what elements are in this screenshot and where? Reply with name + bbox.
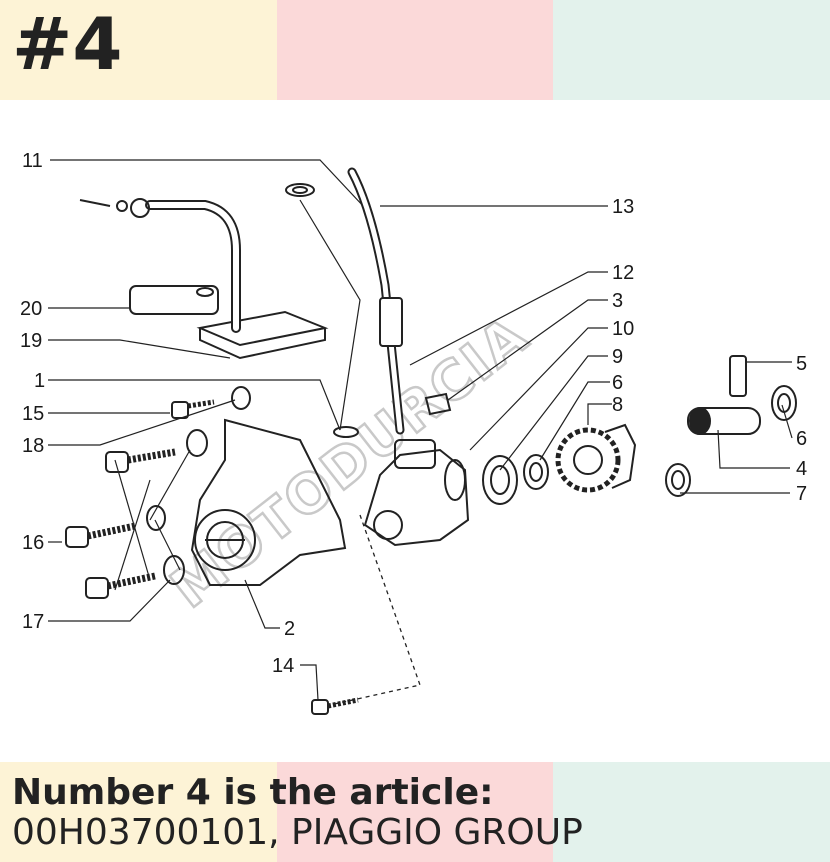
part-cable-13 [347,167,405,435]
part-bracket-19 [79,198,329,360]
band-green [553,0,830,100]
part-circlip-7 [665,463,691,497]
caption-title: Number 4 is the article: [12,772,494,813]
part-screw-14 [311,697,359,715]
part-number-title: #4 [12,2,123,86]
callout-8: 8 [612,394,623,416]
part-screw-16 [65,448,176,548]
watermark: MOTODURCIA [159,303,540,620]
callout-16: 16 [22,532,44,554]
band-green [553,762,830,862]
part-pin-5 [729,355,747,397]
callout-15: 15 [22,403,44,425]
callout-5: 5 [796,353,807,375]
part-washer-9 [482,455,518,505]
callout-6-right: 6 [796,428,807,450]
exploded-parts-diagram: MOTODURCIA [20,150,807,715]
part-strap-20 [129,285,219,315]
callout-10: 10 [612,318,634,340]
part-cover-2 [190,418,347,586]
caption-article: 00H03700101, PIAGGIO GROUP [12,812,583,853]
callout-19: 19 [20,330,42,352]
band-yellow [0,762,277,862]
callout-7: 7 [796,483,807,505]
callout-6: 6 [612,372,623,394]
leader-lines [48,159,793,701]
callout-12: 12 [612,262,634,284]
band-pink [276,762,554,862]
callout-4: 4 [796,458,807,480]
part-washer-6-right [771,385,797,421]
callout-1: 1 [34,370,45,392]
part-clip-3 [424,392,452,416]
callout-14: 14 [272,655,294,677]
part-screw-17 [85,505,185,599]
callout-9: 9 [612,346,623,368]
callout-2: 2 [284,618,295,640]
callout-18: 18 [22,435,44,457]
callout-20: 20 [20,298,42,320]
callout-11: 11 [22,150,43,172]
callout-labels: 11 13 20 12 3 19 10 1 9 5 15 6 8 18 6 4 … [20,150,807,677]
footer-band [0,762,830,862]
assembly-dashed-line [329,514,421,706]
band-pink [276,0,554,100]
part-clip-11 [285,183,359,438]
part-washer-6 [523,454,549,490]
callout-3: 3 [612,290,623,312]
callout-17: 17 [22,611,44,633]
part-gear-8 [555,423,637,493]
band-yellow [0,0,277,100]
part-pump-body [363,439,470,547]
part-washer-18 [186,386,251,457]
header-band [0,0,830,100]
part-shaft-4 [687,407,761,435]
callout-13: 13 [612,196,634,218]
part-screw-15 [171,399,215,419]
